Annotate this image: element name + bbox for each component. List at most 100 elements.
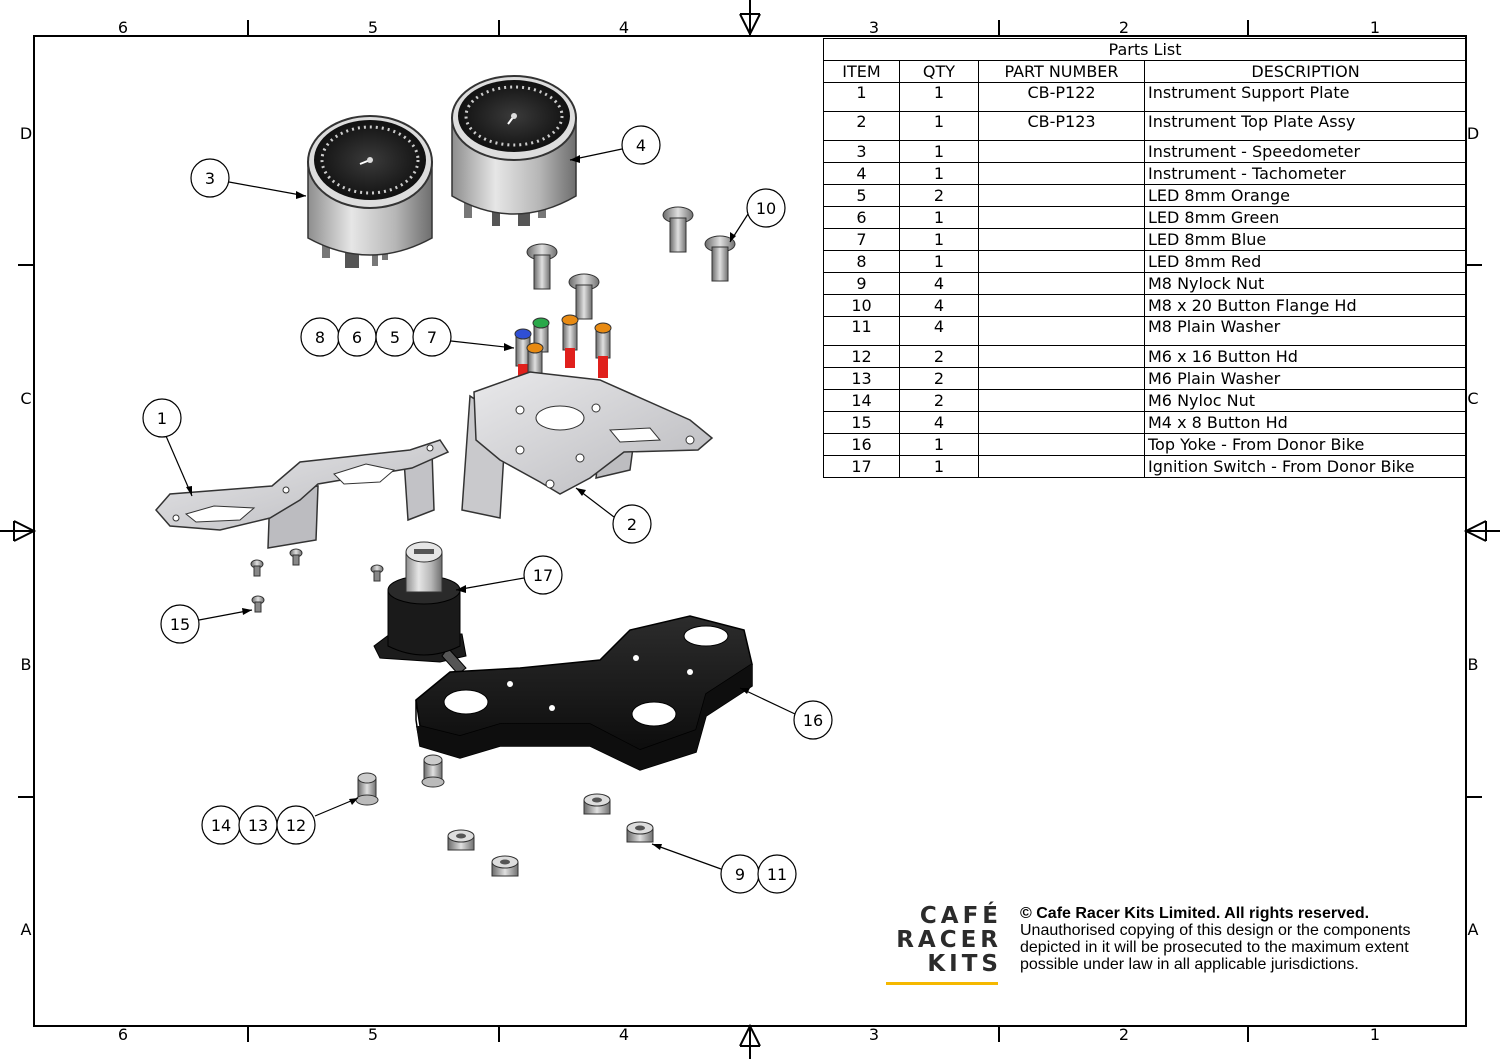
cell-description: LED 8mm Green	[1143, 206, 1468, 229]
cell-description: M6 x 16 Button Hd	[1143, 345, 1468, 368]
cell-part-number	[978, 389, 1145, 412]
cell-item: 10	[823, 294, 900, 317]
zone-row-b-right: B	[1468, 655, 1479, 674]
cell-item: 11	[823, 316, 900, 346]
led-red	[561, 314, 579, 368]
svg-text:15: 15	[170, 615, 190, 634]
cell-part-number	[978, 455, 1145, 478]
svg-text:10: 10	[756, 199, 776, 218]
cell-item: 4	[823, 162, 900, 185]
balloon-15: 15	[160, 604, 200, 644]
cell-qty: 1	[899, 455, 979, 478]
cell-part-number	[978, 228, 1145, 251]
cell-item: 9	[823, 272, 900, 295]
bolt	[526, 243, 558, 290]
ignition-switch	[373, 541, 467, 675]
cell-part-number	[978, 433, 1145, 456]
balloon-9: 9	[720, 854, 760, 894]
cell-qty: 4	[899, 272, 979, 295]
cell-item: 12	[823, 345, 900, 368]
svg-text:1: 1	[157, 409, 167, 428]
m6-fastener-stacks	[355, 754, 445, 806]
cell-part-number	[978, 162, 1145, 185]
svg-text:12: 12	[286, 816, 306, 835]
balloon-4: 4	[621, 125, 661, 165]
cell-description: LED 8mm Blue	[1143, 228, 1468, 251]
logo-line-cafe: CAFÉ	[919, 903, 1002, 929]
zone-col-3: 3	[869, 18, 879, 37]
cell-qty: 1	[899, 206, 979, 229]
svg-text:3: 3	[205, 169, 215, 188]
zone-row-a: A	[21, 920, 32, 939]
cell-qty: 1	[899, 111, 979, 141]
cell-item: 3	[823, 140, 900, 163]
instrument-top-plate	[461, 371, 714, 519]
cell-qty: 1	[899, 140, 979, 163]
cell-item: 5	[823, 184, 900, 207]
cell-part-number	[978, 206, 1145, 229]
fastener-stack	[355, 772, 379, 806]
cell-qty: 1	[899, 250, 979, 273]
tachometer-gauge	[451, 75, 577, 226]
zone-row-c-right: C	[1467, 389, 1478, 408]
svg-text:9: 9	[735, 865, 745, 884]
balloon-7: 7	[412, 317, 452, 357]
screw	[289, 548, 303, 566]
zone-col-4-bottom: 4	[619, 1025, 629, 1044]
screw	[370, 564, 384, 582]
cafe-racer-kits-logo: CAFÉ RACER KITS	[886, 904, 1002, 985]
fastener-stack	[421, 754, 445, 788]
balloon-11: 11	[757, 854, 797, 894]
zone-col-4: 4	[619, 18, 629, 37]
zone-row-d-right: D	[1467, 124, 1479, 143]
cell-description: M6 Plain Washer	[1143, 367, 1468, 390]
svg-text:8: 8	[315, 328, 325, 347]
bolt	[568, 273, 600, 320]
cell-item: 16	[823, 433, 900, 456]
cell-description: LED 8mm Orange	[1143, 184, 1468, 207]
cell-qty: 2	[899, 389, 979, 412]
svg-text:2: 2	[627, 515, 637, 534]
cell-item: 1	[823, 82, 900, 112]
balloon-10: 10	[746, 188, 786, 228]
speedometer-gauge	[307, 115, 433, 268]
cell-part-number	[978, 250, 1145, 273]
column-header-qty: QTY	[899, 60, 979, 83]
cell-qty: 1	[899, 433, 979, 456]
cell-qty: 2	[899, 184, 979, 207]
zone-labels-left: D C B A	[20, 124, 32, 939]
cell-item: 15	[823, 411, 900, 434]
cell-qty: 1	[899, 82, 979, 112]
cell-description: M4 x 8 Button Hd	[1143, 411, 1468, 434]
balloon-14: 14	[201, 805, 241, 845]
parts-list-title: Parts List	[822, 38, 1468, 61]
cell-qty: 2	[899, 345, 979, 368]
balloon-1: 1	[142, 398, 182, 438]
balloon-16: 16	[793, 700, 833, 740]
cell-description: M8 x 20 Button Flange Hd	[1143, 294, 1468, 317]
instrument-support-plate	[155, 439, 450, 549]
svg-text:7: 7	[427, 328, 437, 347]
parts-list-table: Parts List ITEM QTY PART NUMBER DESCRIPT…	[822, 38, 1468, 478]
copyright-notice: © Cafe Racer Kits Limited. All rights re…	[1020, 905, 1450, 973]
cell-description: M6 Nyloc Nut	[1143, 389, 1468, 412]
svg-text:4: 4	[636, 136, 646, 155]
balloon-13: 13	[238, 805, 278, 845]
zone-row-b: B	[21, 655, 32, 674]
parts-list-header-row: ITEM QTY PART NUMBER DESCRIPTION	[823, 60, 1468, 83]
cell-description: Instrument - Speedometer	[1143, 140, 1468, 163]
m8-nylock-nuts	[447, 793, 654, 877]
cell-qty: 4	[899, 316, 979, 346]
zone-col-2-bottom: 2	[1119, 1025, 1129, 1044]
